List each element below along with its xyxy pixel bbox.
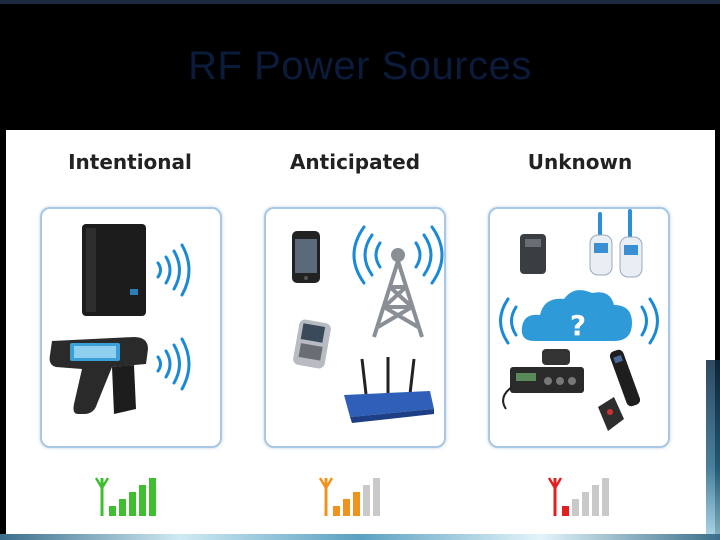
top-border — [0, 0, 720, 4]
rf-sources-panel: Intentional Anticipated Unknown — [6, 130, 715, 538]
signal-bar — [333, 506, 340, 516]
signal-bar — [139, 485, 146, 516]
signal-bar — [129, 492, 136, 516]
page-title: RF Power Sources — [0, 44, 720, 89]
signal-indicators — [6, 130, 715, 538]
signal-bar — [109, 506, 116, 516]
signal-bar — [592, 485, 599, 516]
signal-bar — [582, 492, 589, 516]
bottom-decoration — [0, 534, 720, 540]
antenna-icon — [549, 478, 561, 516]
signal-bar — [119, 499, 126, 516]
signal-strength-unknown-icon — [549, 478, 609, 516]
signal-bar — [373, 478, 380, 516]
signal-bar — [343, 499, 350, 516]
signal-bar — [149, 478, 156, 516]
signal-strength-intentional-icon — [96, 478, 156, 516]
antenna-icon — [96, 478, 108, 516]
signal-bar — [353, 492, 360, 516]
antenna-icon — [320, 478, 332, 516]
signal-bar — [363, 485, 370, 516]
signal-bar — [602, 478, 609, 516]
signal-bar — [572, 499, 579, 516]
side-decoration — [706, 360, 720, 540]
signal-bar — [562, 506, 569, 516]
signal-strength-anticipated-icon — [320, 478, 380, 516]
